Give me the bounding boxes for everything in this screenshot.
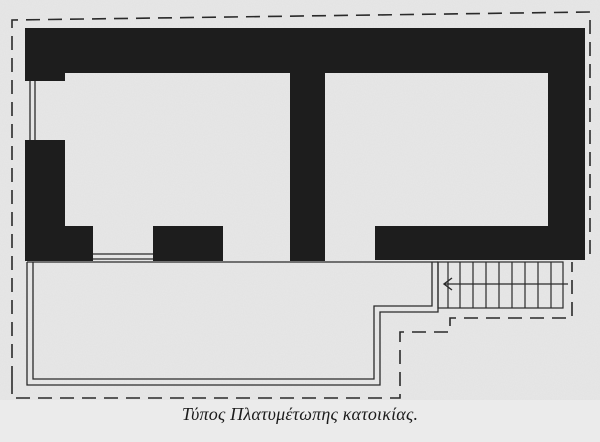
stair-arrow-head bbox=[442, 277, 453, 291]
stair-outline bbox=[437, 261, 564, 309]
figure-caption: Τύπος Πλατυμέτωπης κατοικίας. bbox=[181, 404, 419, 424]
wall-right bbox=[548, 28, 585, 260]
wall-bottom-middle bbox=[153, 226, 223, 261]
floor-plan-drawing bbox=[0, 0, 600, 400]
staircase bbox=[437, 261, 568, 309]
wall-left-upper bbox=[25, 28, 65, 81]
wall-bottom-right bbox=[375, 226, 585, 260]
wall-bottom-left bbox=[25, 226, 93, 261]
wall-center bbox=[290, 28, 325, 261]
openings bbox=[29, 81, 153, 260]
plot-boundary-dashed bbox=[11, 11, 591, 380]
walls bbox=[25, 28, 585, 261]
courtyard-line-inner bbox=[32, 262, 433, 380]
plot-boundary-dashed-lower bbox=[11, 262, 573, 399]
